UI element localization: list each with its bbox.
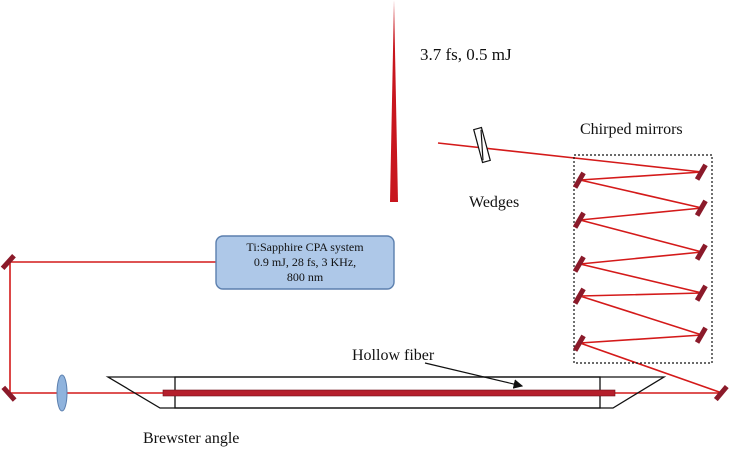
chirped-mirror bbox=[694, 284, 708, 302]
fold-mirror-right bbox=[713, 384, 729, 402]
hollow-fiber-arrow bbox=[424, 362, 524, 389]
chirped-mirror bbox=[572, 255, 586, 273]
beam-chirped-zigzag bbox=[437, 142, 703, 344]
chirped-mirror bbox=[572, 287, 586, 305]
focusing-lens bbox=[56, 374, 68, 412]
brewster-angle-label: Brewster angle bbox=[143, 430, 239, 447]
hollow-fiber-label: Hollow fiber bbox=[352, 347, 435, 364]
fold-mirror-top bbox=[0, 254, 16, 271]
chirped-mirrors-box bbox=[573, 154, 713, 364]
laser-system-line3: 800 nm bbox=[287, 270, 324, 284]
chirped-mirrors-left bbox=[572, 171, 586, 352]
hollow-fiber-core bbox=[162, 389, 616, 397]
chirped-mirrors-label: Chirped mirrors bbox=[580, 121, 683, 138]
wedge-split bbox=[480, 129, 484, 161]
beam-to-chirped-mirrors bbox=[579, 342, 723, 394]
chirped-mirror bbox=[694, 199, 708, 217]
pulse-output-label: 3.7 fs, 0.5 mJ bbox=[420, 45, 512, 64]
chirped-mirror bbox=[572, 171, 586, 189]
chirped-mirror bbox=[572, 334, 586, 352]
chirped-mirror bbox=[694, 163, 708, 181]
fold-mirror-bottom bbox=[1, 385, 17, 402]
wedges bbox=[473, 126, 491, 164]
wedges-label: Wedges bbox=[469, 194, 519, 211]
chirped-mirrors-right bbox=[694, 163, 708, 344]
laser-system-box bbox=[215, 235, 395, 290]
laser-system-line2: 0.9 mJ, 28 fs, 3 KHz, bbox=[254, 255, 356, 269]
output-pulse-spike bbox=[390, 0, 398, 202]
laser-system-line1: Ti:Sapphire CPA system bbox=[246, 240, 364, 254]
chirped-mirror bbox=[572, 211, 586, 229]
chirped-mirror bbox=[694, 326, 708, 344]
chirped-mirror bbox=[694, 243, 708, 261]
